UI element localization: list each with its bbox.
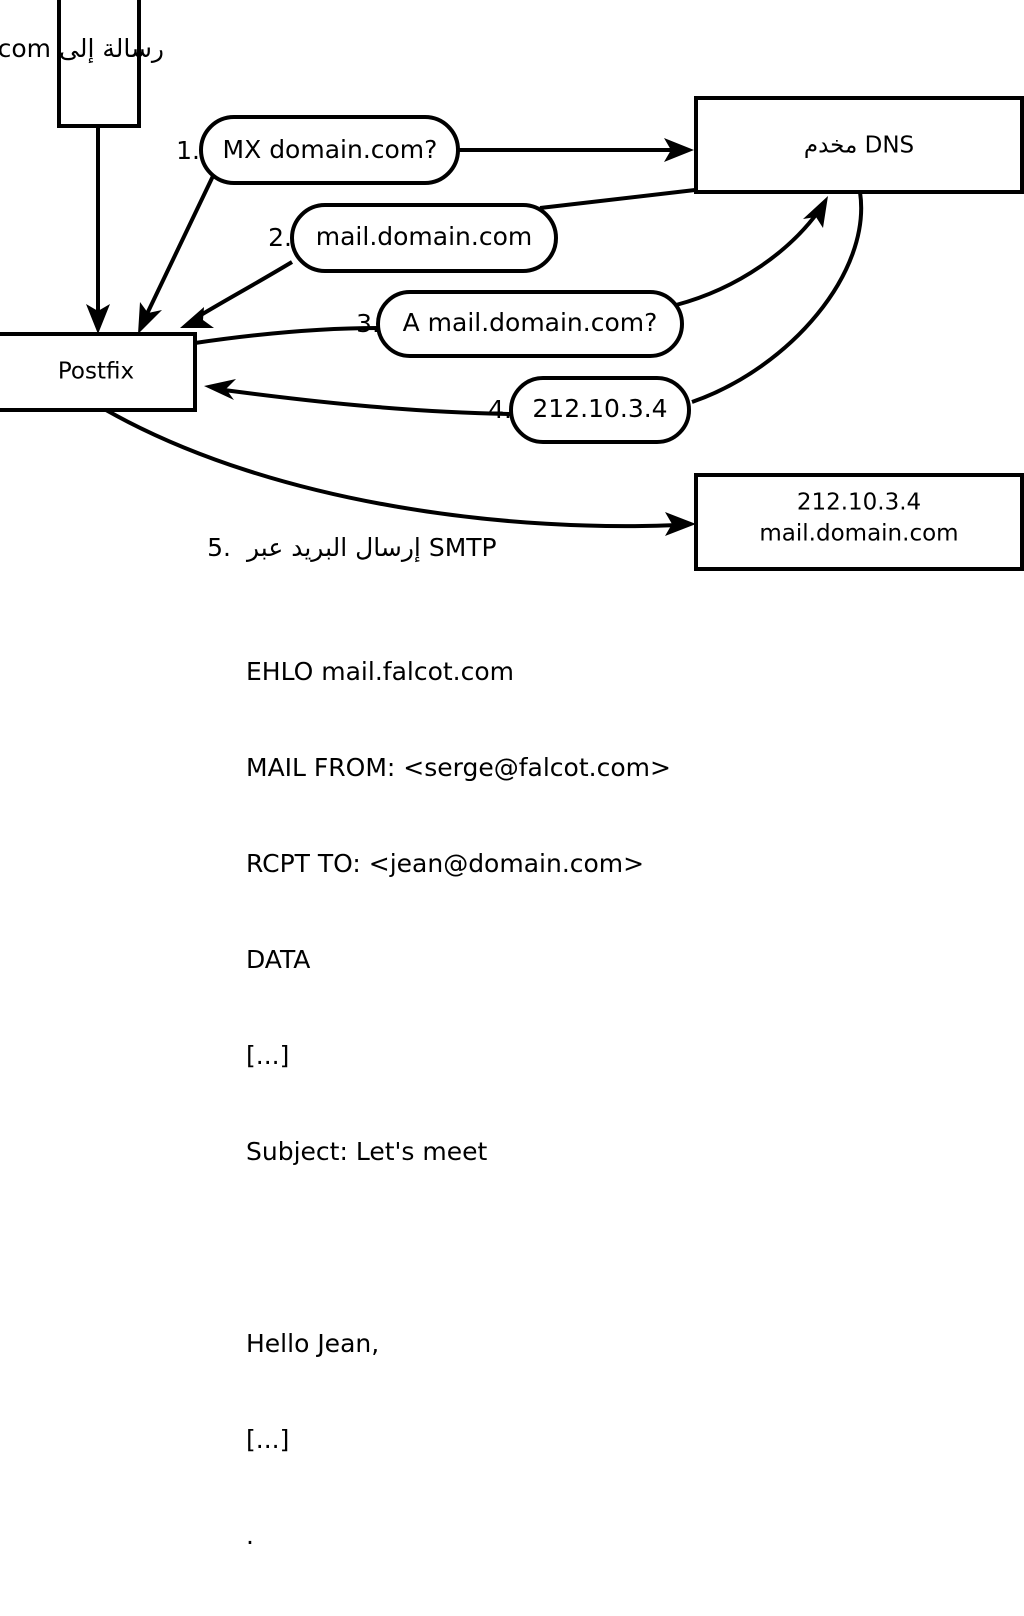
node-postfix[interactable]: Postfix (0, 332, 197, 412)
edge-step1-bubble-to-dns (458, 138, 694, 162)
transcript-line: MAIL FROM: <serge@falcot.com> (246, 753, 671, 782)
step-3-number: 3. (356, 309, 380, 338)
transcript-line: Subject: Let's meet (246, 1137, 488, 1166)
step-2-number: 2. (268, 223, 292, 252)
edge-mua-to-postfix (86, 126, 110, 334)
edge-step5-postfix-to-mailserver (105, 408, 696, 536)
transcript-line: Hello Jean, (246, 1329, 380, 1358)
step-4-label: 212.10.3.4 (532, 394, 667, 423)
edge-step2-dns-to-bubble (539, 188, 696, 210)
step-5-number: 5. (207, 533, 231, 562)
step-3-bubble[interactable]: A mail.domain.com? (376, 290, 684, 358)
diagram-canvas: Postfix مخدم DNS 212.10.3.4 mail.domain.… (0, 0, 1024, 571)
transcript-line: RCPT TO: <jean@domain.com> (246, 849, 645, 878)
node-mua[interactable] (57, 0, 141, 128)
node-dns-server[interactable]: مخدم DNS (694, 96, 1024, 194)
step-4-bubble[interactable]: 212.10.3.4 (509, 376, 691, 444)
transcript-line: DATA (246, 945, 311, 974)
step-4-number: 4. (488, 395, 512, 424)
node-destination-ip: 212.10.3.4 (797, 490, 921, 516)
mail-delivery-diagram: Postfix مخدم DNS 212.10.3.4 mail.domain.… (0, 0, 1024, 1550)
node-destination-mailserver[interactable]: 212.10.3.4 mail.domain.com (694, 473, 1024, 571)
transcript-line: [...] (246, 1425, 290, 1454)
edge-step1-postfix-to-bubble (138, 175, 215, 334)
smtp-transcript: EHLO mail.falcot.com MAIL FROM: <serge@f… (246, 592, 671, 1616)
transcript-line: [...] (246, 1041, 290, 1070)
step-3-label: A mail.domain.com? (403, 308, 658, 337)
step-1-label: MX domain.com? (223, 135, 438, 164)
edge-step3-bubble-to-dns (675, 196, 828, 307)
edge-step4-dns-to-bubble (691, 191, 864, 404)
edge-step4-bubble-to-postfix (204, 379, 511, 416)
edge-step2-bubble-to-postfix (180, 260, 294, 328)
step-1-bubble[interactable]: MX domain.com? (199, 115, 460, 185)
transcript-line: . (246, 1521, 254, 1550)
edge-step3-postfix-to-bubble (194, 326, 379, 345)
node-destination-hostname: mail.domain.com (759, 521, 958, 547)
transcript-line-blank (246, 1232, 671, 1264)
node-dns-server-label: مخدم DNS (804, 133, 914, 159)
step-2-label: mail.domain.com (316, 222, 532, 251)
node-postfix-label: Postfix (58, 359, 134, 385)
step-5-label: إرسال البريد عبر SMTP (245, 533, 497, 563)
step-2-bubble[interactable]: mail.domain.com (290, 203, 558, 273)
message-header-note: رسالة إلى jean@domain.com (0, 34, 164, 64)
transcript-line: EHLO mail.falcot.com (246, 657, 515, 686)
step-1-number: 1. (176, 136, 200, 165)
